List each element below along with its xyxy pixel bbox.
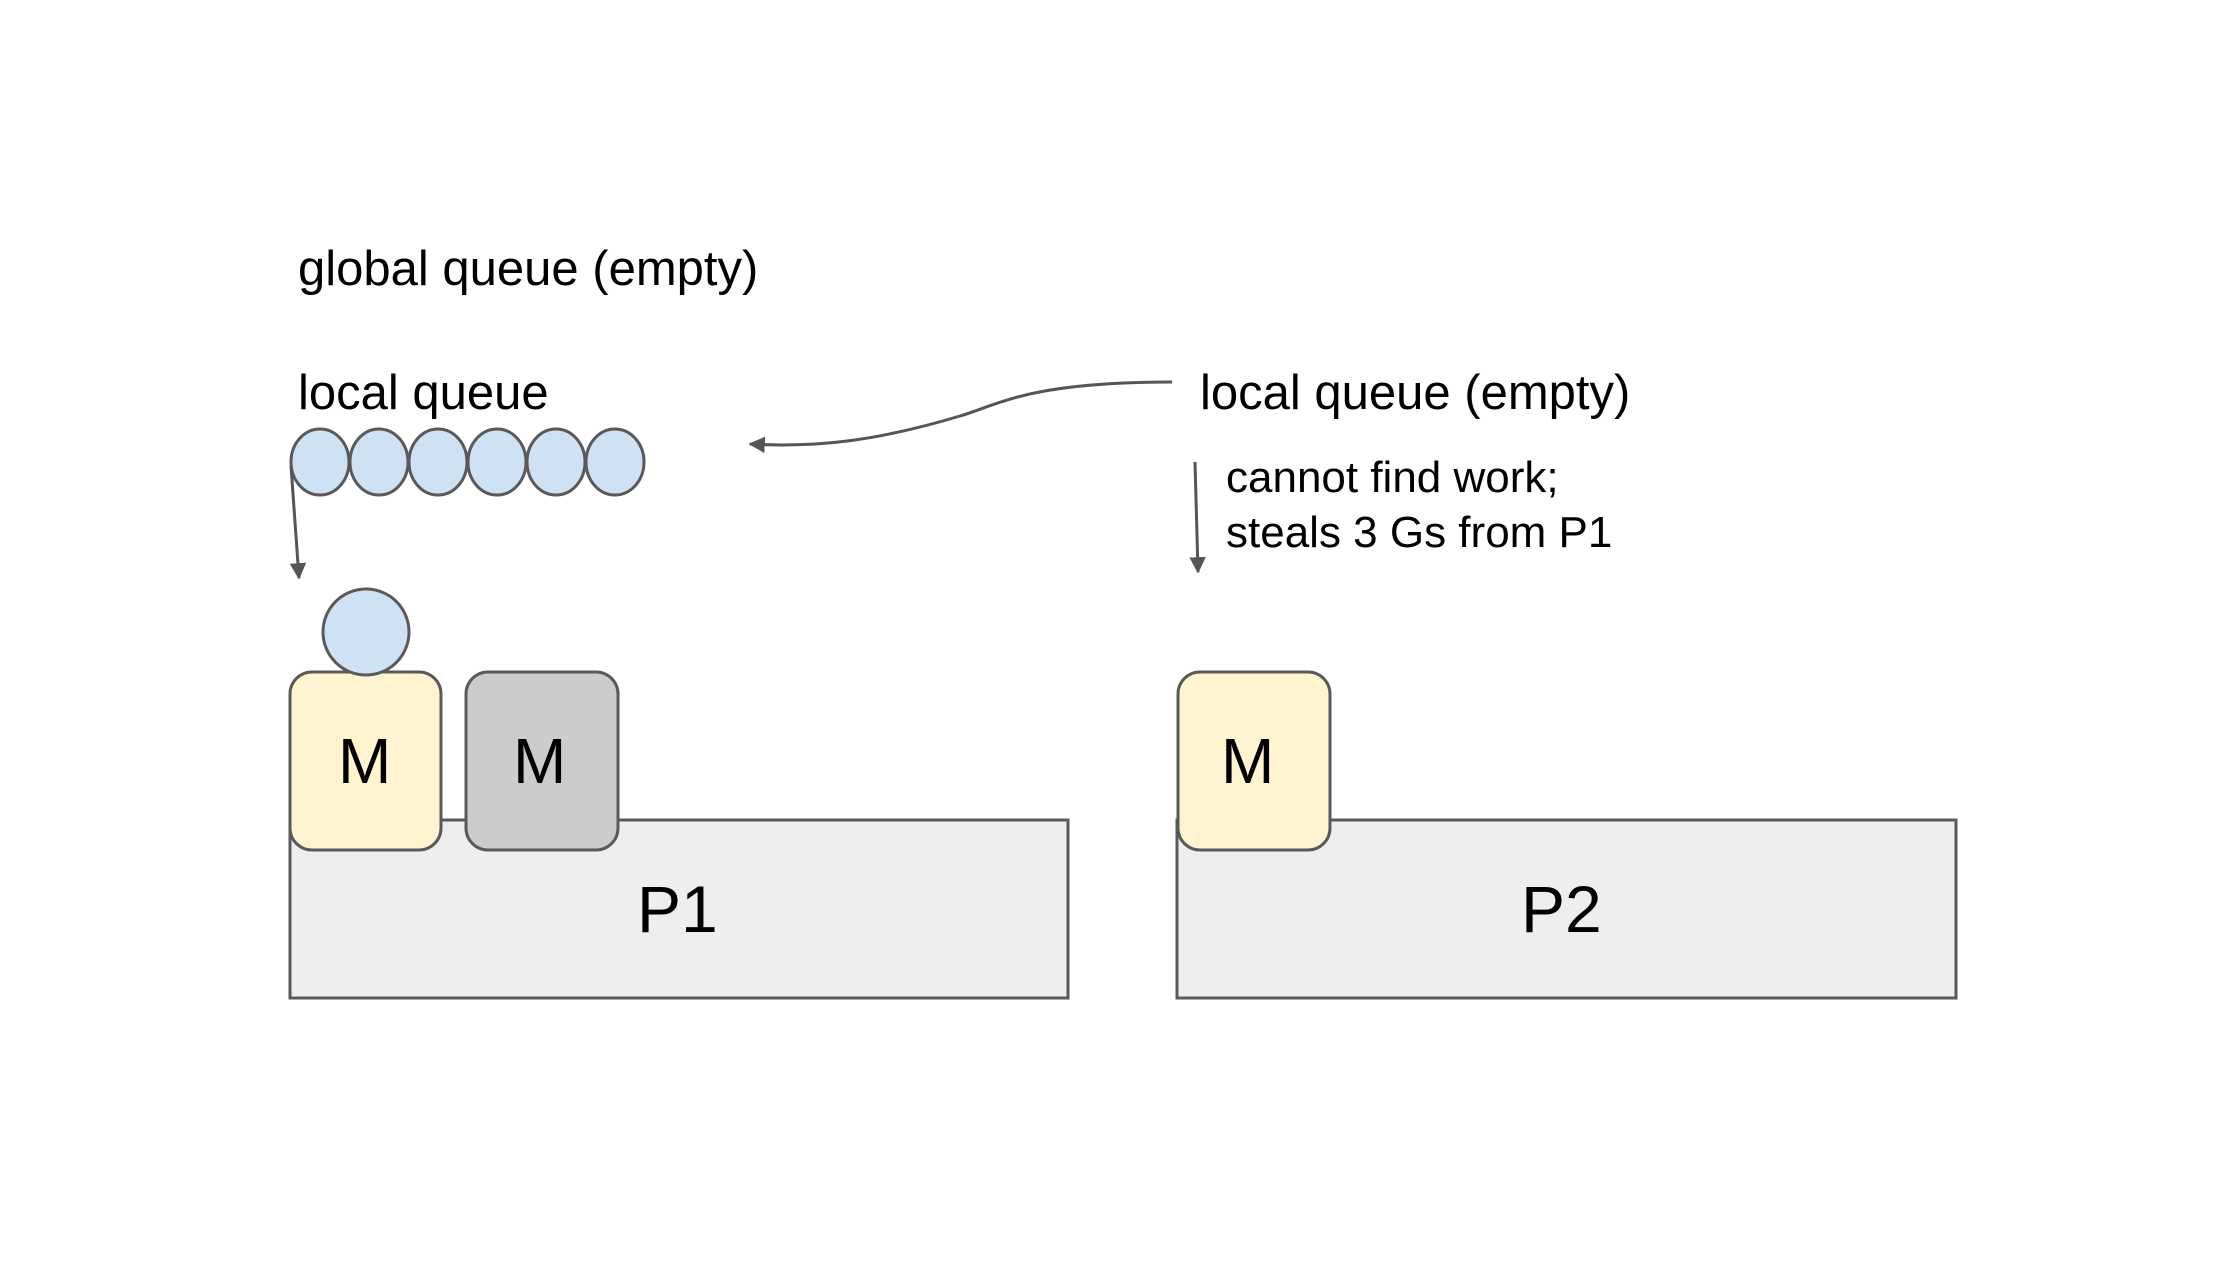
steal-arrow	[748, 380, 1173, 454]
queued-goroutine	[289, 427, 351, 497]
global-queue-label: global queue (empty)	[298, 242, 759, 296]
queued-goroutine	[348, 427, 410, 497]
p1-processor-label: P1	[637, 872, 718, 946]
no-work-arrow	[1189, 461, 1206, 574]
p2-machine-active-label: M	[1221, 725, 1275, 797]
p2-annotation-line1: cannot find work;	[1226, 453, 1559, 502]
p2-local-queue-label: local queue (empty)	[1200, 366, 1631, 420]
p2-annotation-line2: steals 3 Gs from P1	[1226, 508, 1613, 557]
p1-local-queue	[289, 427, 646, 497]
queued-goroutine	[466, 427, 528, 497]
p2-machine-active	[1176, 670, 1332, 852]
p1-running-goroutine	[321, 587, 411, 677]
dequeue-arrow	[289, 465, 307, 580]
p1-machine-idle	[464, 670, 620, 852]
p1-machine-active-label: M	[338, 725, 392, 797]
queued-goroutine	[407, 427, 469, 497]
p2-processor-label: P2	[1521, 872, 1602, 946]
p1-local-queue-label: local queue	[298, 366, 549, 420]
queued-goroutine	[525, 427, 587, 497]
queued-goroutine	[584, 427, 646, 497]
p1-machine-idle-label: M	[513, 725, 567, 797]
